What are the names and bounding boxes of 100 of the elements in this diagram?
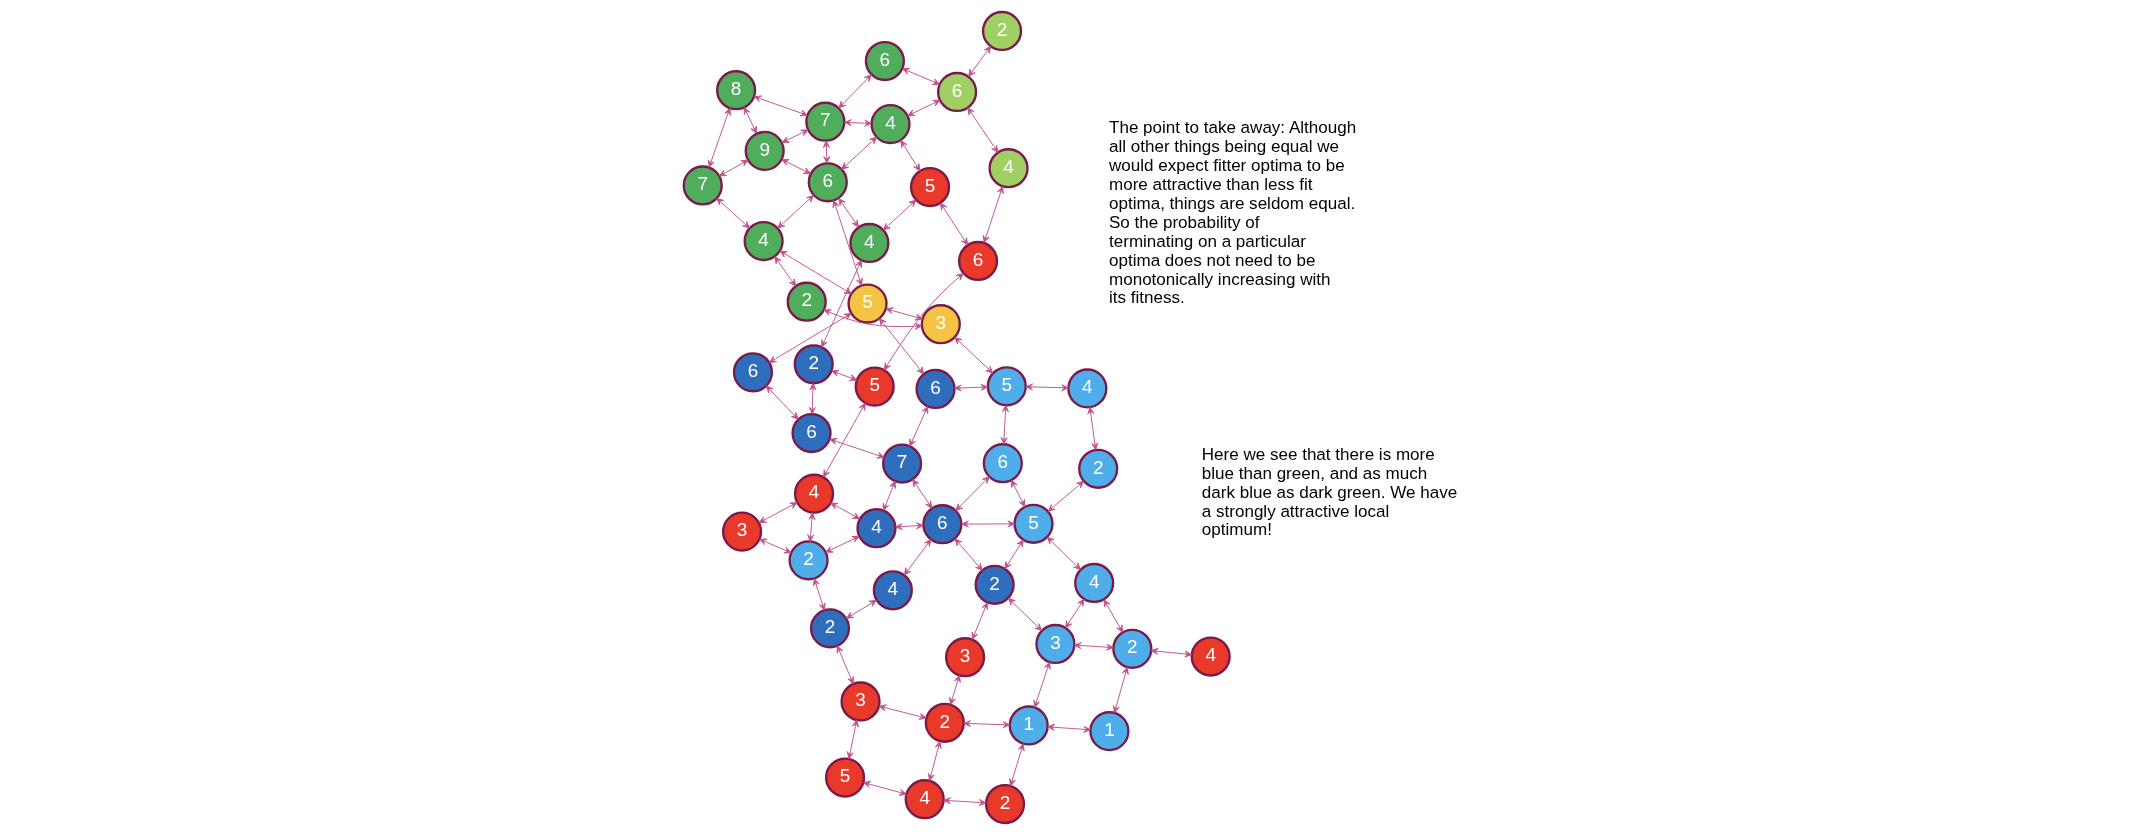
- arrow: [954, 336, 994, 374]
- arrow: [1025, 383, 1069, 392]
- node-circle: 2: [786, 281, 827, 322]
- arrow: [971, 602, 989, 640]
- arrow: [901, 67, 941, 86]
- arrow: [1150, 647, 1193, 658]
- node-circle: 4: [1190, 636, 1231, 677]
- arrow: [961, 520, 1015, 528]
- arrow: [823, 309, 923, 330]
- node-circle: 3: [944, 637, 986, 678]
- label: Here we see that there is more blue than green, and as much dark blue as dark green. We have a strongly attractive local optimum!: [1201, 444, 1458, 540]
- arrow: [900, 140, 921, 172]
- arrow: [841, 136, 878, 170]
- node-circle: 6: [936, 71, 978, 113]
- arrow: [823, 402, 866, 478]
- node-circle: 2: [924, 702, 965, 743]
- node-circle: 4: [793, 473, 835, 514]
- arrow: [1087, 406, 1099, 451]
- arrow: [927, 740, 942, 782]
- arrow: [982, 186, 1004, 244]
- arrow: [829, 438, 885, 459]
- arrow: [830, 502, 861, 520]
- arrow: [779, 250, 852, 295]
- arrow: [1007, 597, 1043, 632]
- node-circle: 2: [793, 344, 834, 385]
- node-circle: 9: [744, 130, 785, 171]
- node-circle: 4: [988, 148, 1029, 189]
- node-circle: 5: [824, 757, 866, 798]
- arrow: [895, 522, 924, 531]
- node-circle: 4: [904, 779, 945, 820]
- label: The point to take away: Although all other things being equal we would expect fitter optima to be more attractive than less fit optima, things are seldom equal. So the probability of terminating on a particular optima does not need to be monotonically increasing with its fitness.: [1109, 117, 1357, 308]
- arrow: [813, 578, 826, 611]
- arrow: [743, 106, 757, 134]
- arrow: [781, 159, 811, 175]
- arrow: [1009, 743, 1025, 787]
- arrow: [943, 797, 987, 806]
- arrow: [967, 107, 999, 153]
- arrow: [863, 780, 907, 796]
- arrow: [949, 674, 961, 705]
- node-circle: 2: [788, 540, 829, 581]
- arrow: [1112, 666, 1129, 714]
- arrow: [807, 512, 816, 542]
- node-circle: 2: [984, 783, 1026, 825]
- arrow: [882, 480, 896, 511]
- arrow: [968, 45, 992, 77]
- arrow: [821, 259, 862, 348]
- arrow: [1073, 642, 1114, 651]
- arrow: [954, 383, 989, 392]
- arrow: [955, 476, 990, 512]
- arrow: [838, 197, 859, 228]
- arrow: [1004, 539, 1024, 570]
- node-circle: 7: [881, 443, 923, 484]
- node-circle: 3: [721, 511, 763, 552]
- arrow: [753, 95, 808, 117]
- arrow: [878, 318, 925, 375]
- node-circle: 4: [856, 508, 897, 549]
- node-circle: 1: [1008, 705, 1049, 746]
- node-circle: 8: [716, 70, 757, 111]
- arrow: [716, 197, 750, 229]
- arrow: [1047, 480, 1085, 512]
- arrow: [912, 479, 933, 509]
- arrow: [808, 382, 817, 415]
- arrow: [963, 720, 1011, 729]
- node-circle: 2: [809, 608, 851, 649]
- arrow: [1033, 661, 1051, 708]
- arrow: [1047, 723, 1091, 733]
- arrow: [718, 159, 749, 177]
- arrow: [777, 194, 814, 229]
- arrow: [831, 369, 858, 382]
- node-circle: 2: [1112, 628, 1153, 669]
- arrow: [846, 719, 859, 760]
- arrow: [909, 405, 929, 447]
- arrow: [759, 538, 792, 554]
- arrow: [1103, 599, 1124, 633]
- arrow: [954, 538, 983, 571]
- arrow: [1000, 404, 1009, 445]
- arrow: [781, 129, 809, 143]
- arrow: [846, 599, 877, 619]
- arrow: [885, 307, 923, 321]
- node-circle: 4: [1067, 368, 1108, 409]
- node-circle: 3: [840, 681, 881, 722]
- arrow: [838, 74, 872, 109]
- arrow: [1065, 598, 1085, 629]
- arrow: [939, 202, 969, 246]
- node-circle: 1: [1089, 711, 1130, 752]
- arrow: [832, 200, 863, 286]
- arrow: [844, 119, 872, 127]
- arrow: [758, 502, 798, 524]
- arrow: [883, 272, 964, 371]
- arrow: [768, 312, 852, 363]
- arrow: [836, 645, 854, 685]
- arrow: [825, 535, 860, 553]
- arrow: [822, 140, 831, 164]
- arrow: [903, 538, 932, 576]
- arrow: [765, 385, 799, 420]
- arrow: [878, 704, 927, 720]
- node-circle: 5: [854, 366, 895, 407]
- arrow: [882, 199, 917, 231]
- node-circle: 4: [872, 570, 913, 611]
- arrow: [907, 99, 941, 117]
